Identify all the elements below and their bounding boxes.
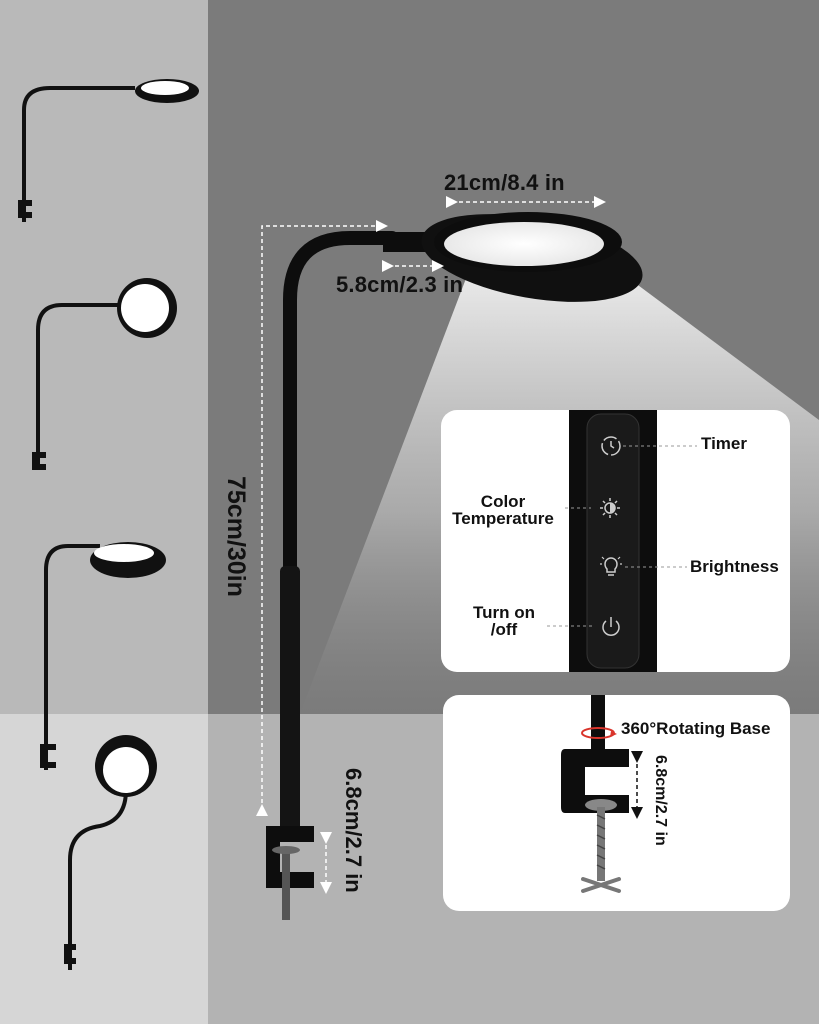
color-temperature-icon[interactable] xyxy=(598,496,622,520)
variant-lamp-3 xyxy=(40,542,166,770)
height-label: 75cm/30in xyxy=(222,476,250,597)
variant-lamp-1 xyxy=(18,79,199,222)
clamp-closeup xyxy=(561,695,643,893)
lamp-pole xyxy=(280,566,300,834)
clamp-height-label: 6.8cm/2.7 in xyxy=(341,768,366,893)
variant-strip-background xyxy=(0,0,208,714)
power-line1: Turn on xyxy=(473,603,535,622)
timer-icon[interactable] xyxy=(599,434,623,458)
variant-lamp-4 xyxy=(64,735,157,970)
lamp-clamp xyxy=(266,826,314,888)
color-temperature-label: Color Temperature xyxy=(445,493,561,527)
color-temperature-line1: Color xyxy=(480,492,526,511)
brightness-bulb-icon[interactable] xyxy=(599,555,623,579)
base-clamp-height-label: 6.8cm/2.7 in xyxy=(652,755,669,846)
variant-lamp-2 xyxy=(32,278,177,470)
color-temperature-line2: Temperature xyxy=(452,509,554,528)
brightness-label: Brightness xyxy=(690,557,779,576)
timer-label: Timer xyxy=(701,434,747,453)
base-panel-card: 360°Rotating Base 6.8cm/2.7 in xyxy=(443,695,790,911)
power-icon[interactable] xyxy=(598,614,624,640)
power-label: Turn on /off xyxy=(463,604,545,638)
rotating-base-label: 360°Rotating Base xyxy=(621,719,771,738)
control-panel-card: Timer Color Temperature Brightness Turn … xyxy=(441,410,790,672)
lamp-lens xyxy=(444,222,604,266)
head-diameter-label: 21cm/8.4 in xyxy=(444,170,565,195)
neck-width-label: 5.8cm/2.3 in xyxy=(336,272,464,297)
clamp-screw xyxy=(282,850,290,920)
control-strip xyxy=(547,410,697,672)
power-line2: /off xyxy=(490,620,518,639)
